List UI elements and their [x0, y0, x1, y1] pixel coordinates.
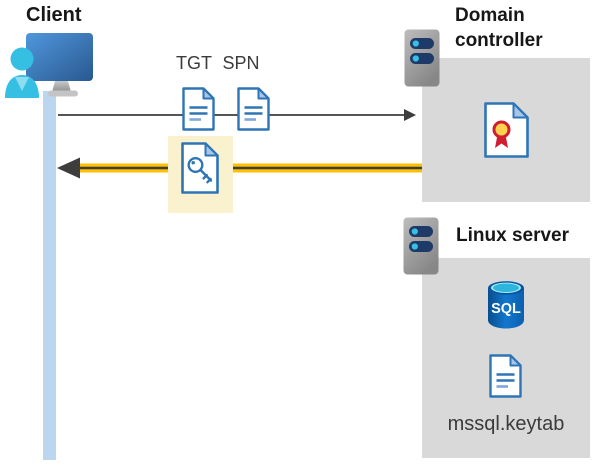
sql-database-icon: SQL [488, 281, 524, 329]
tgt-document-icon [182, 87, 215, 131]
keytab-document-icon [489, 354, 522, 398]
user-at-monitor-icon [5, 33, 93, 98]
spn-document-icon [237, 87, 270, 131]
certificate-icon [484, 102, 529, 158]
tgt-label: TGT [176, 53, 212, 73]
request-arrow [58, 109, 416, 121]
domain-controller-server-icon [404, 29, 440, 87]
sql-badge-label: SQL [491, 301, 521, 317]
domain-controller-label: Domain controller [455, 5, 543, 51]
key-document-icon [181, 142, 219, 194]
client-timeline-bar [43, 91, 56, 460]
linux-server-icon [403, 217, 439, 275]
spn-label: SPN [222, 53, 260, 73]
response-arrow [57, 157, 422, 179]
client-label: Client [26, 4, 82, 26]
linux-server-label: Linux server [456, 225, 569, 246]
keytab-filename: mssql.keytab [447, 413, 565, 435]
